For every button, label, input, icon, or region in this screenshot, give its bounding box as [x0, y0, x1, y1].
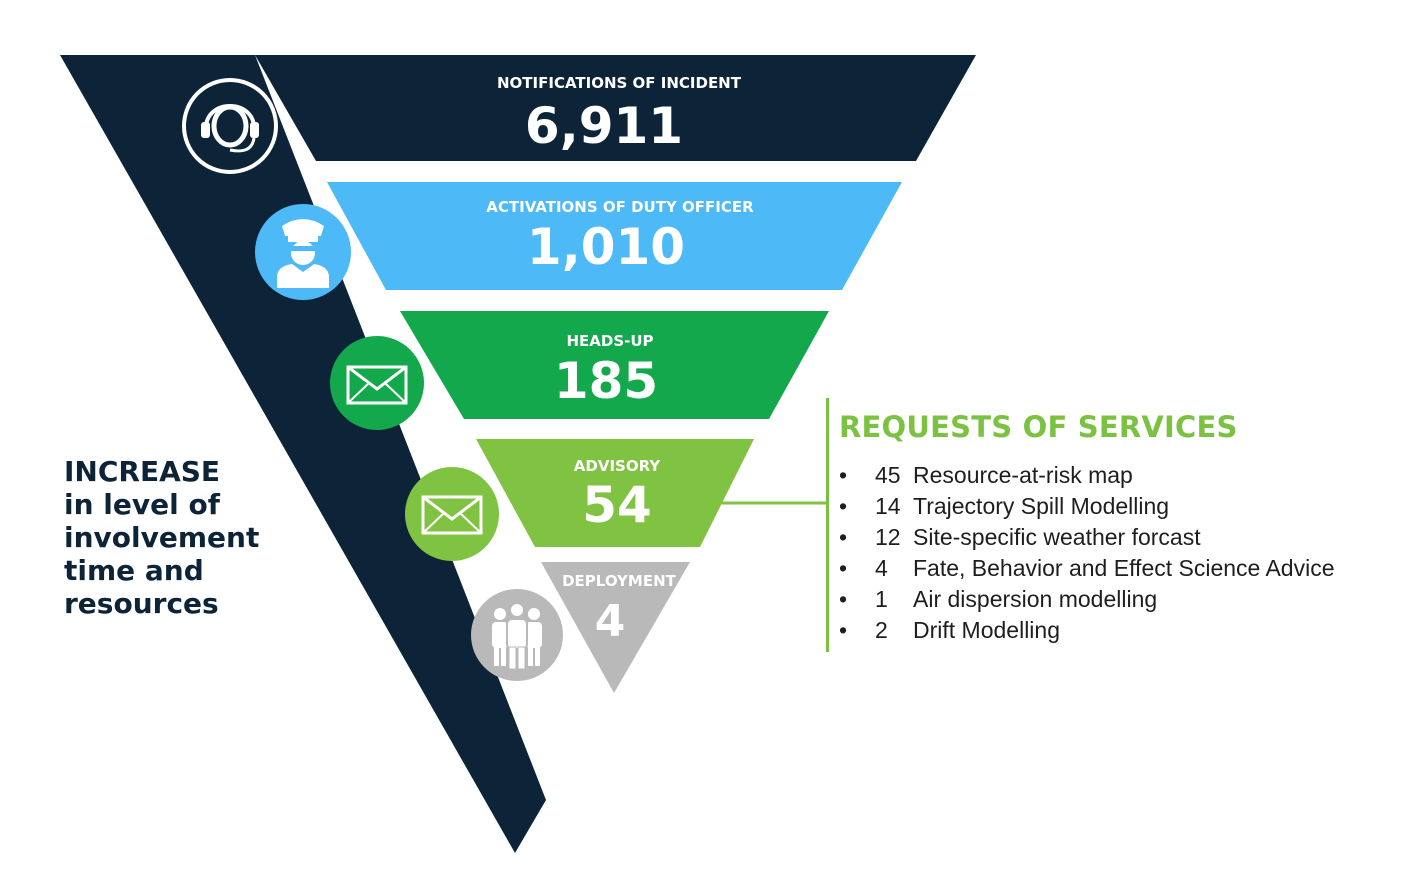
increase-line-4: time and: [64, 554, 204, 587]
tier-activations-value: 1,010: [527, 218, 685, 276]
request-service: Trajectory Spill Modelling: [913, 493, 1170, 519]
envelope-icon: [330, 336, 424, 430]
bullet: •: [839, 462, 848, 488]
request-service: Site-specific weather forcast: [913, 524, 1201, 550]
tier-notifications-value: 6,911: [525, 97, 683, 155]
request-count: 1: [875, 586, 888, 612]
tier-headsup-band: [400, 311, 829, 419]
envelope-icon: [405, 467, 499, 561]
tier-deployment-band: [541, 562, 690, 693]
request-service: Fate, Behavior and Effect Science Advice: [913, 555, 1335, 581]
tier-deployment-value: 4: [595, 596, 626, 647]
bullet: •: [839, 586, 848, 612]
tier-notifications-band: [255, 55, 976, 161]
headset-operator-icon: [182, 78, 278, 174]
tier-activations-band: [327, 182, 902, 290]
requests-title: REQUESTS OF SERVICES: [839, 410, 1238, 444]
request-count: 4: [875, 555, 888, 581]
request-count: 12: [875, 524, 901, 550]
request-count: 2: [875, 617, 888, 643]
increase-line-5: resources: [64, 587, 219, 620]
bullet: •: [839, 617, 848, 643]
request-service: Air dispersion modelling: [913, 586, 1158, 612]
request-count: 45: [875, 462, 901, 488]
tier-advisory-label: ADVISORY: [574, 457, 662, 475]
team-people-icon: [471, 589, 563, 681]
tier-advisory-value: 54: [582, 476, 652, 534]
bullet: •: [839, 555, 848, 581]
request-service: Resource-at-risk map: [913, 462, 1133, 488]
increase-line-1: INCREASE: [64, 455, 221, 488]
tier-activations-label: ACTIVATIONS OF DUTY OFFICER: [486, 198, 754, 216]
bullet: •: [839, 493, 848, 519]
requests-bracket-line: [826, 398, 829, 652]
involvement-diagonal-bar: [60, 55, 546, 853]
tier-notifications-label: NOTIFICATIONS OF INCIDENT: [497, 74, 742, 92]
increase-line-2: in level of: [64, 488, 220, 521]
tier-deployment-label: DEPLOYMENT: [562, 572, 677, 590]
tier-advisory-band: [476, 439, 754, 547]
tier-headsup-value: 185: [554, 352, 658, 410]
bullet: •: [839, 524, 848, 550]
request-count: 14: [875, 493, 901, 519]
request-service: Drift Modelling: [913, 617, 1060, 643]
increase-involvement-text: INCREASE in level of involvement time an…: [64, 455, 284, 620]
tier-headsup-label: HEADS-UP: [566, 332, 653, 350]
increase-line-3: involvement: [64, 521, 260, 554]
duty-officer-icon: [255, 204, 351, 300]
